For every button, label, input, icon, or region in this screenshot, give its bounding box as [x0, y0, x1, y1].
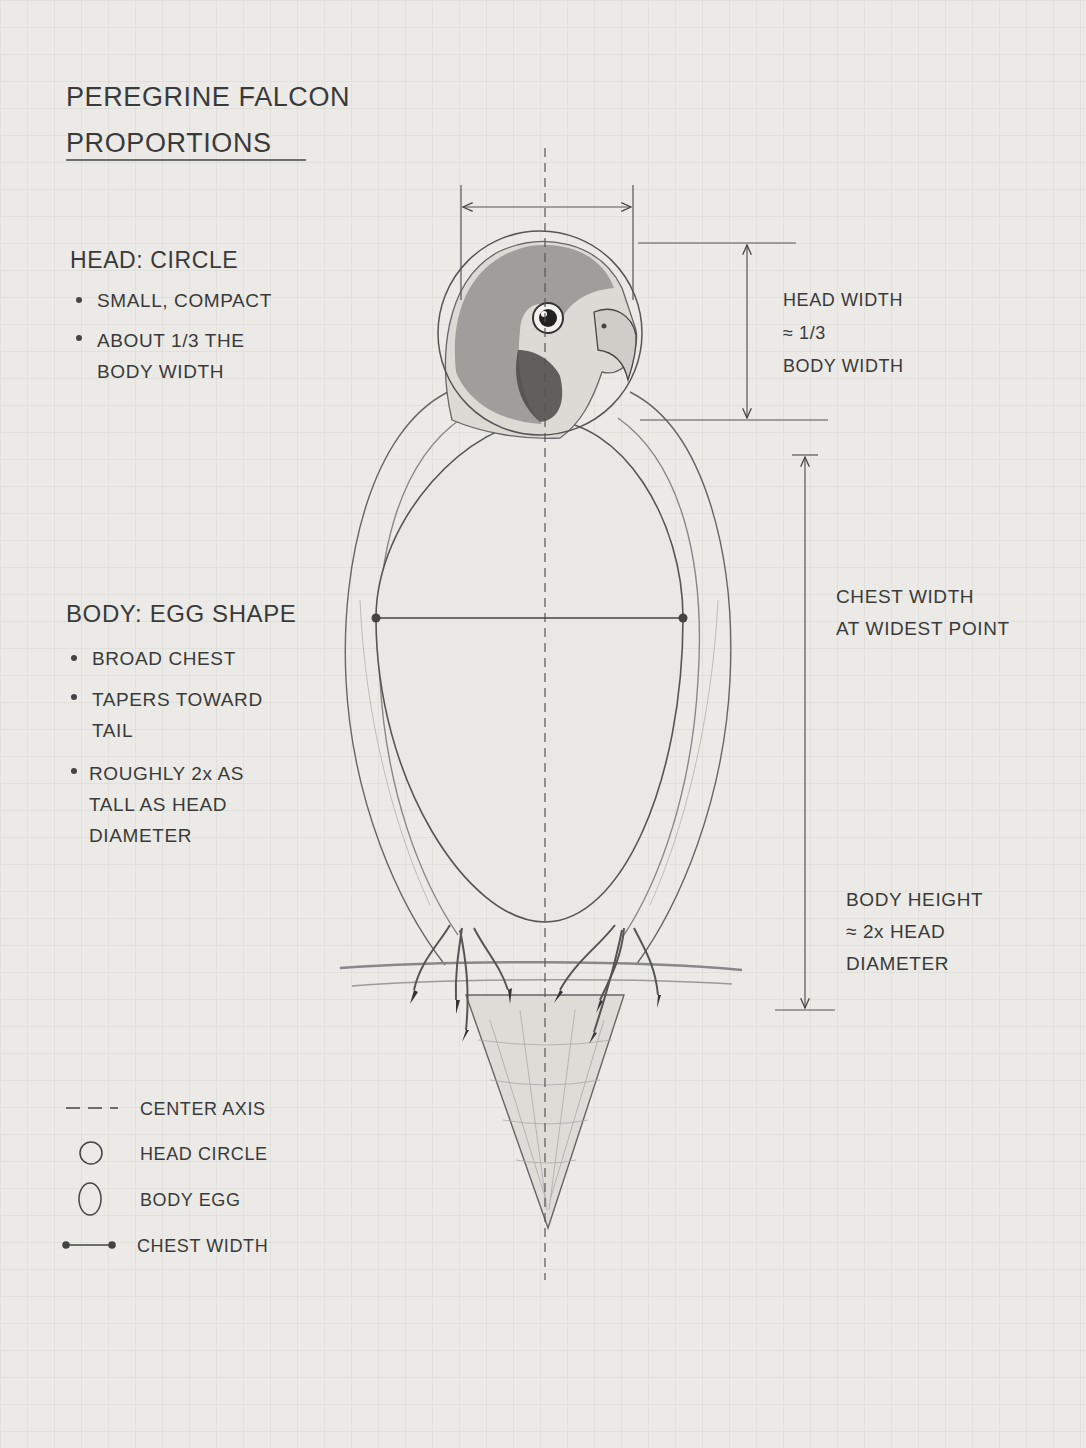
perch-top	[340, 962, 742, 970]
claw	[456, 1000, 460, 1014]
bullet	[71, 694, 77, 700]
legend-text: CENTER AXIS	[140, 1097, 266, 1121]
extension-line	[775, 1009, 835, 1010]
beak	[594, 309, 636, 380]
claw	[462, 1030, 469, 1042]
eye-highlight	[541, 311, 547, 317]
extension-line	[638, 242, 796, 243]
claw	[508, 988, 512, 1004]
head-height-dimension	[746, 245, 747, 418]
legend-text: BODY EGG	[140, 1188, 241, 1212]
note-text: SMALL, COMPACT	[97, 287, 272, 315]
head-circle	[438, 231, 642, 435]
title: PEREGRINE FALCON PROPORTIONS	[66, 74, 350, 166]
chest-width-line	[372, 614, 688, 623]
wings	[345, 392, 730, 965]
legend-text: HEAD CIRCLE	[140, 1142, 268, 1166]
claw	[410, 990, 418, 1004]
hood	[455, 245, 614, 424]
extension-line	[460, 185, 461, 300]
claw	[554, 990, 563, 1003]
dimension-label: BODY HEIGHT ≈ 2x HEAD DIAMETER	[846, 884, 983, 980]
toe	[474, 928, 508, 990]
extension-line	[640, 419, 828, 420]
dimension-lines	[461, 185, 835, 1010]
feet	[414, 925, 658, 1032]
chest-dot	[679, 614, 688, 623]
legend-circle-sample	[80, 1142, 102, 1164]
falcon-head	[438, 231, 642, 438]
note-text: TAPERS TOWARD TAIL	[92, 684, 263, 746]
section-heading: BODY: EGG SHAPE	[66, 598, 296, 630]
bullet	[76, 297, 82, 303]
dimension-label: CHEST WIDTH AT WIDEST POINT	[836, 581, 1010, 645]
claw	[657, 995, 661, 1008]
head-width-dimension	[463, 206, 631, 207]
bullets	[71, 297, 82, 774]
extension-line	[792, 454, 818, 455]
note-text: ABOUT 1/3 THE BODY WIDTH	[97, 325, 245, 387]
dimension-label: HEAD WIDTH ≈ 1/3 BODY WIDTH	[783, 284, 904, 383]
legend-samples	[63, 1108, 118, 1248]
legend-text: CHEST WIDTH	[137, 1234, 268, 1258]
toe	[594, 930, 622, 1032]
center-axis	[544, 148, 545, 1280]
legend-chest-dot	[63, 1242, 69, 1248]
legend-axis-sample	[66, 1107, 118, 1109]
eye-ring	[533, 303, 563, 333]
bullet	[71, 655, 77, 661]
legend-egg-sample	[79, 1183, 101, 1215]
claw	[596, 1000, 603, 1013]
note-text: BROAD CHEST	[92, 645, 236, 673]
note-text: ROUGHLY 2x AS TALL AS HEAD DIAMETER	[89, 758, 244, 851]
nostril	[602, 324, 607, 329]
malar-stripe	[516, 350, 562, 422]
toe	[414, 925, 450, 990]
legend-chest-sample	[66, 1244, 112, 1246]
chest-width	[376, 617, 683, 618]
legend-chest-dot	[109, 1242, 115, 1248]
claw	[589, 1032, 597, 1044]
claws	[410, 988, 661, 1044]
bullet	[71, 768, 77, 774]
section-heading: HEAD: CIRCLE	[70, 245, 238, 275]
toe	[460, 930, 468, 1030]
perch-bottom	[352, 980, 732, 986]
toe	[634, 928, 658, 995]
bullet	[76, 335, 82, 341]
body-height-dimension	[804, 457, 805, 1008]
body-egg	[376, 420, 683, 922]
extension-line	[632, 185, 633, 300]
toe	[560, 925, 615, 990]
title-underline	[66, 159, 306, 161]
chest-dot	[372, 614, 381, 623]
pupil	[539, 309, 557, 327]
perch	[340, 962, 742, 986]
